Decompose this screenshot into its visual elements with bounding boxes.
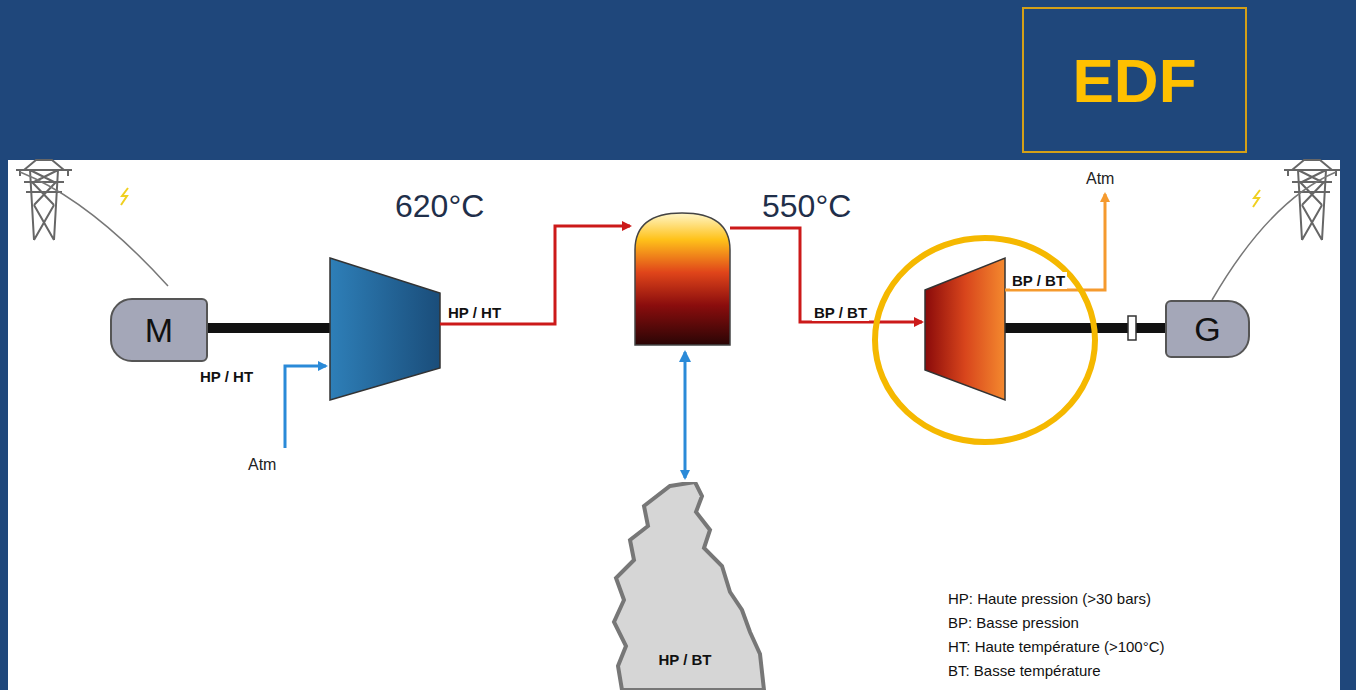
- legend-text: BP: Basse pression: [948, 614, 1079, 631]
- cavern-shape: HP / BT: [600, 482, 770, 690]
- logo-box: EDF: [1022, 7, 1247, 153]
- node-label: HP / BT: [658, 651, 711, 668]
- node-label: G: [1194, 310, 1220, 349]
- temperature-label: 620°C: [395, 188, 484, 225]
- node-label: EDF: [1073, 45, 1197, 116]
- flow-label: Atm: [248, 456, 276, 474]
- legend-text: HT: Haute température (>100°C): [948, 638, 1165, 655]
- flow-label: Atm: [1086, 170, 1114, 188]
- node-label: M: [145, 311, 173, 350]
- legend-text: BT: Basse température: [948, 662, 1101, 679]
- generator-box: G: [1165, 300, 1250, 358]
- legend-text: HP: Haute pression (>30 bars): [948, 590, 1151, 607]
- flow-label: BP / BT: [812, 304, 869, 321]
- motor-box: M: [110, 298, 208, 362]
- flow-label: BP / BT: [1010, 272, 1067, 289]
- flow-label: HP / HT: [446, 304, 503, 321]
- temperature-label: 550°C: [762, 188, 851, 225]
- flow-label: HP / HT: [200, 368, 253, 385]
